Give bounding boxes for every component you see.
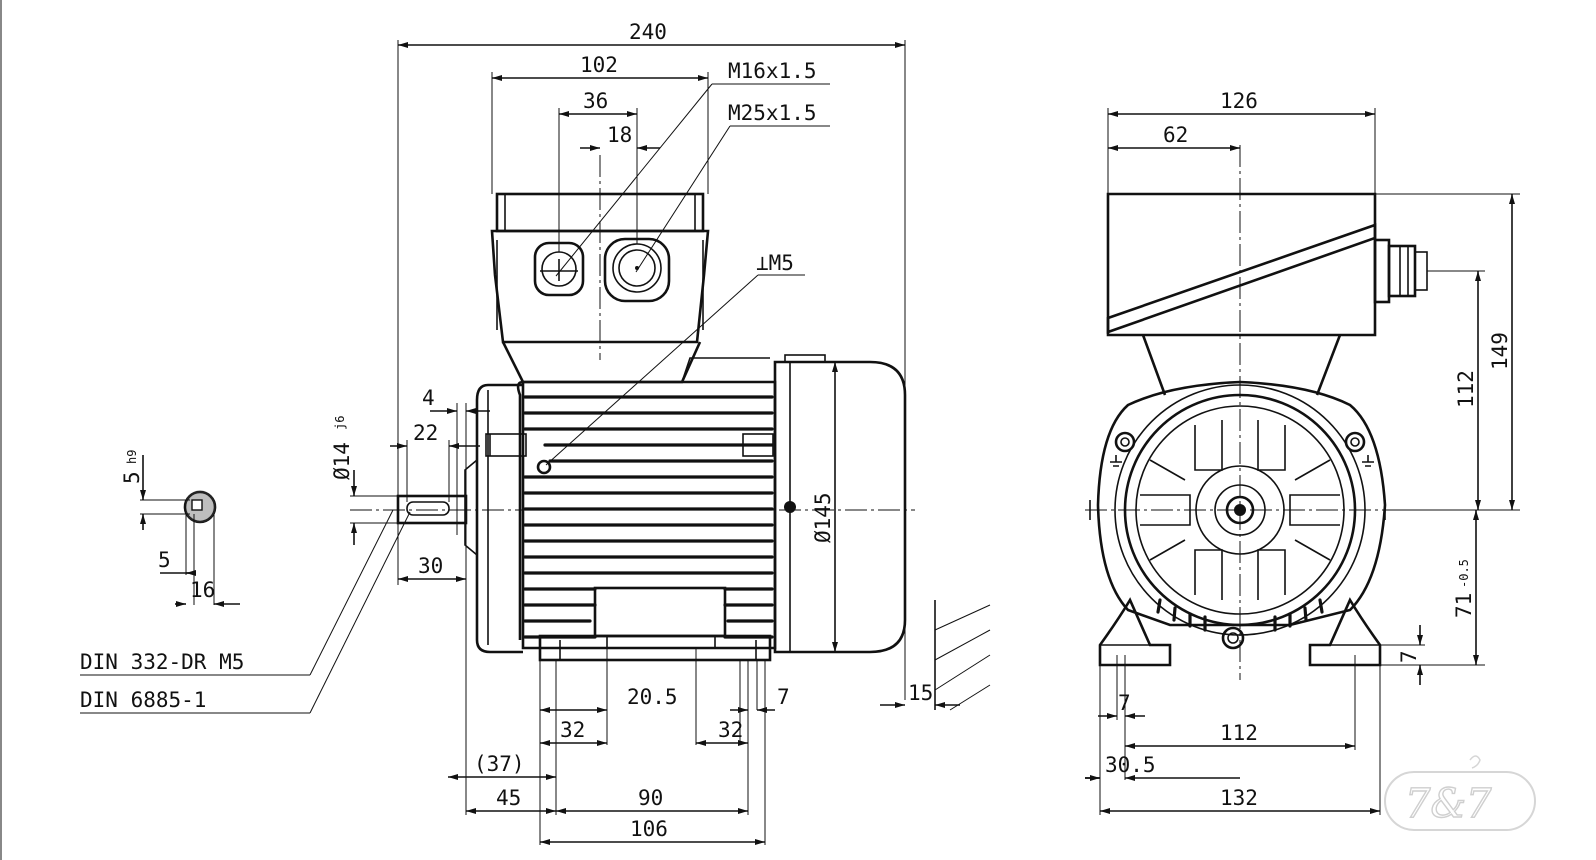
company-logo: 7&7 — [1384, 755, 1536, 831]
dim-shaft-length: 30 — [418, 554, 443, 578]
dim-foot-hole-dia: 20.5 — [627, 685, 678, 709]
dim-earth-screw: ⊥M5 — [756, 251, 794, 275]
dim-end-foot-thickness-left: 7 — [1118, 691, 1131, 715]
dim-terminal-box-length: 102 — [580, 53, 618, 77]
dim-shaft-height: 71 — [1452, 593, 1476, 618]
dim-overall-length: 240 — [629, 20, 667, 44]
dim-flange-diameter: Ø145 — [811, 492, 835, 543]
standards-callouts: DIN 332-DR M5 DIN 6885-1 — [80, 509, 411, 714]
dim-box-width: 126 — [1220, 89, 1258, 113]
motor-side-view — [350, 155, 915, 662]
dim-foot-thickness: 7 — [777, 685, 790, 709]
standard-centre-label: DIN 332-DR M5 — [80, 650, 244, 674]
dim-foot-hole-pitch: 90 — [638, 786, 663, 810]
standard-key-label: DIN 6885-1 — [80, 688, 206, 712]
dim-shaft-diameter: Ø14 — [330, 442, 354, 480]
dim-box-offset: 62 — [1163, 123, 1188, 147]
dim-gland-offset: 18 — [607, 123, 632, 147]
dim-flange-depth: 15 — [908, 681, 933, 705]
dim-foot-pitch-end: 112 — [1220, 721, 1258, 745]
dim-gland-height: 112 — [1454, 370, 1478, 408]
flange-reference-hatch — [934, 600, 991, 711]
dim-shaft-height-tol: -0.5 — [1457, 559, 1471, 588]
dim-shaft-shoulder: 45 — [496, 786, 521, 810]
key-section-tol-label: h9 — [125, 450, 139, 464]
dim-key-width: 4 — [422, 386, 435, 410]
key-cross-section: 5 h9 5 16 — [120, 450, 240, 607]
end-view-dimensions: 126 62 149 112 71 -0.5 7 7 — [1085, 89, 1520, 815]
dim-gland-small: M16x1.5 — [728, 59, 817, 83]
dim-foot-length: 106 — [630, 817, 668, 841]
dim-overall-width: 132 — [1220, 786, 1258, 810]
dim-foot-to-shaft: (37) — [474, 752, 525, 776]
dim-key-length: 22 — [413, 421, 438, 445]
dim-foot-slot-left: 32 — [560, 718, 585, 742]
motor-end-view — [1085, 145, 1428, 680]
dim-shaft-tolerance: j6 — [333, 416, 347, 430]
key-section-height-label: 5 — [120, 471, 144, 484]
dim-gland-large: M25x1.5 — [728, 101, 817, 125]
dim-end-foot-thickness: 7 — [1397, 650, 1421, 663]
dim-overall-height: 149 — [1488, 332, 1512, 370]
key-section-dia-label: 16 — [190, 578, 215, 602]
dim-gland-spacing: 36 — [583, 89, 608, 113]
logo-text: 7&7 — [1405, 781, 1492, 827]
dim-foot-slot-right: 32 — [718, 718, 743, 742]
side-view-dimensions: 240 102 36 18 M16x1.5 M25x1.5 ⊥M5 4 — [330, 20, 960, 845]
key-section-offset-label: 5 — [158, 548, 171, 572]
dim-foot-edge: 30.5 — [1105, 753, 1156, 777]
